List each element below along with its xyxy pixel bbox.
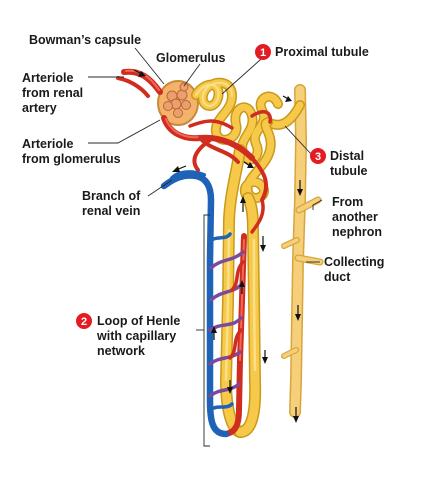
label-arteriole-renal-line3: artery — [22, 101, 57, 115]
label-arteriole-glomerulus-line1: Arteriole — [22, 137, 73, 151]
marker-loop: 2 — [76, 313, 92, 329]
label-arteriole-glomerulus-line2: from glomerulus — [22, 152, 121, 166]
capillary-network — [160, 170, 247, 438]
label-distal-tubule-line2: tubule — [330, 164, 368, 178]
label-from-nephron-line3: nephron — [332, 225, 382, 239]
label-loop-of-henle-line1: Loop of Henle — [97, 314, 180, 328]
efferent-arteriole — [161, 110, 273, 234]
label-from-nephron-line2: another — [332, 210, 378, 224]
flow-arrows — [133, 69, 303, 423]
marker-loop-number: 2 — [81, 316, 87, 328]
afferent-arteriole — [116, 68, 163, 98]
label-collecting-duct-line2: duct — [324, 270, 351, 284]
label-proximal-tubule: Proximal tubule — [275, 45, 369, 59]
marker-proximal: 1 — [255, 44, 271, 60]
label-distal-tubule-line1: Distal — [330, 149, 364, 163]
label-from-nephron-line1: From — [332, 195, 363, 209]
label-renal-vein-line1: Branch of — [82, 189, 141, 203]
label-loop-of-henle-line3: network — [97, 344, 145, 358]
glomerulus — [163, 82, 191, 118]
collecting-duct — [263, 84, 324, 418]
proximal-tubule — [191, 77, 283, 165]
label-collecting-duct-line1: Collecting — [324, 255, 384, 269]
label-arteriole-renal-line2: from renal — [22, 86, 83, 100]
label-glomerulus: Glomerulus — [156, 51, 226, 65]
label-bowmans-capsule: Bowman’s capsule — [29, 33, 141, 47]
marker-proximal-number: 1 — [260, 47, 266, 59]
label-arteriole-renal-line1: Arteriole — [22, 71, 73, 85]
marker-distal: 3 — [310, 148, 326, 164]
label-loop-of-henle-line2: with capillary — [96, 329, 176, 343]
marker-distal-number: 3 — [315, 151, 321, 163]
label-renal-vein-line2: renal vein — [82, 204, 140, 218]
